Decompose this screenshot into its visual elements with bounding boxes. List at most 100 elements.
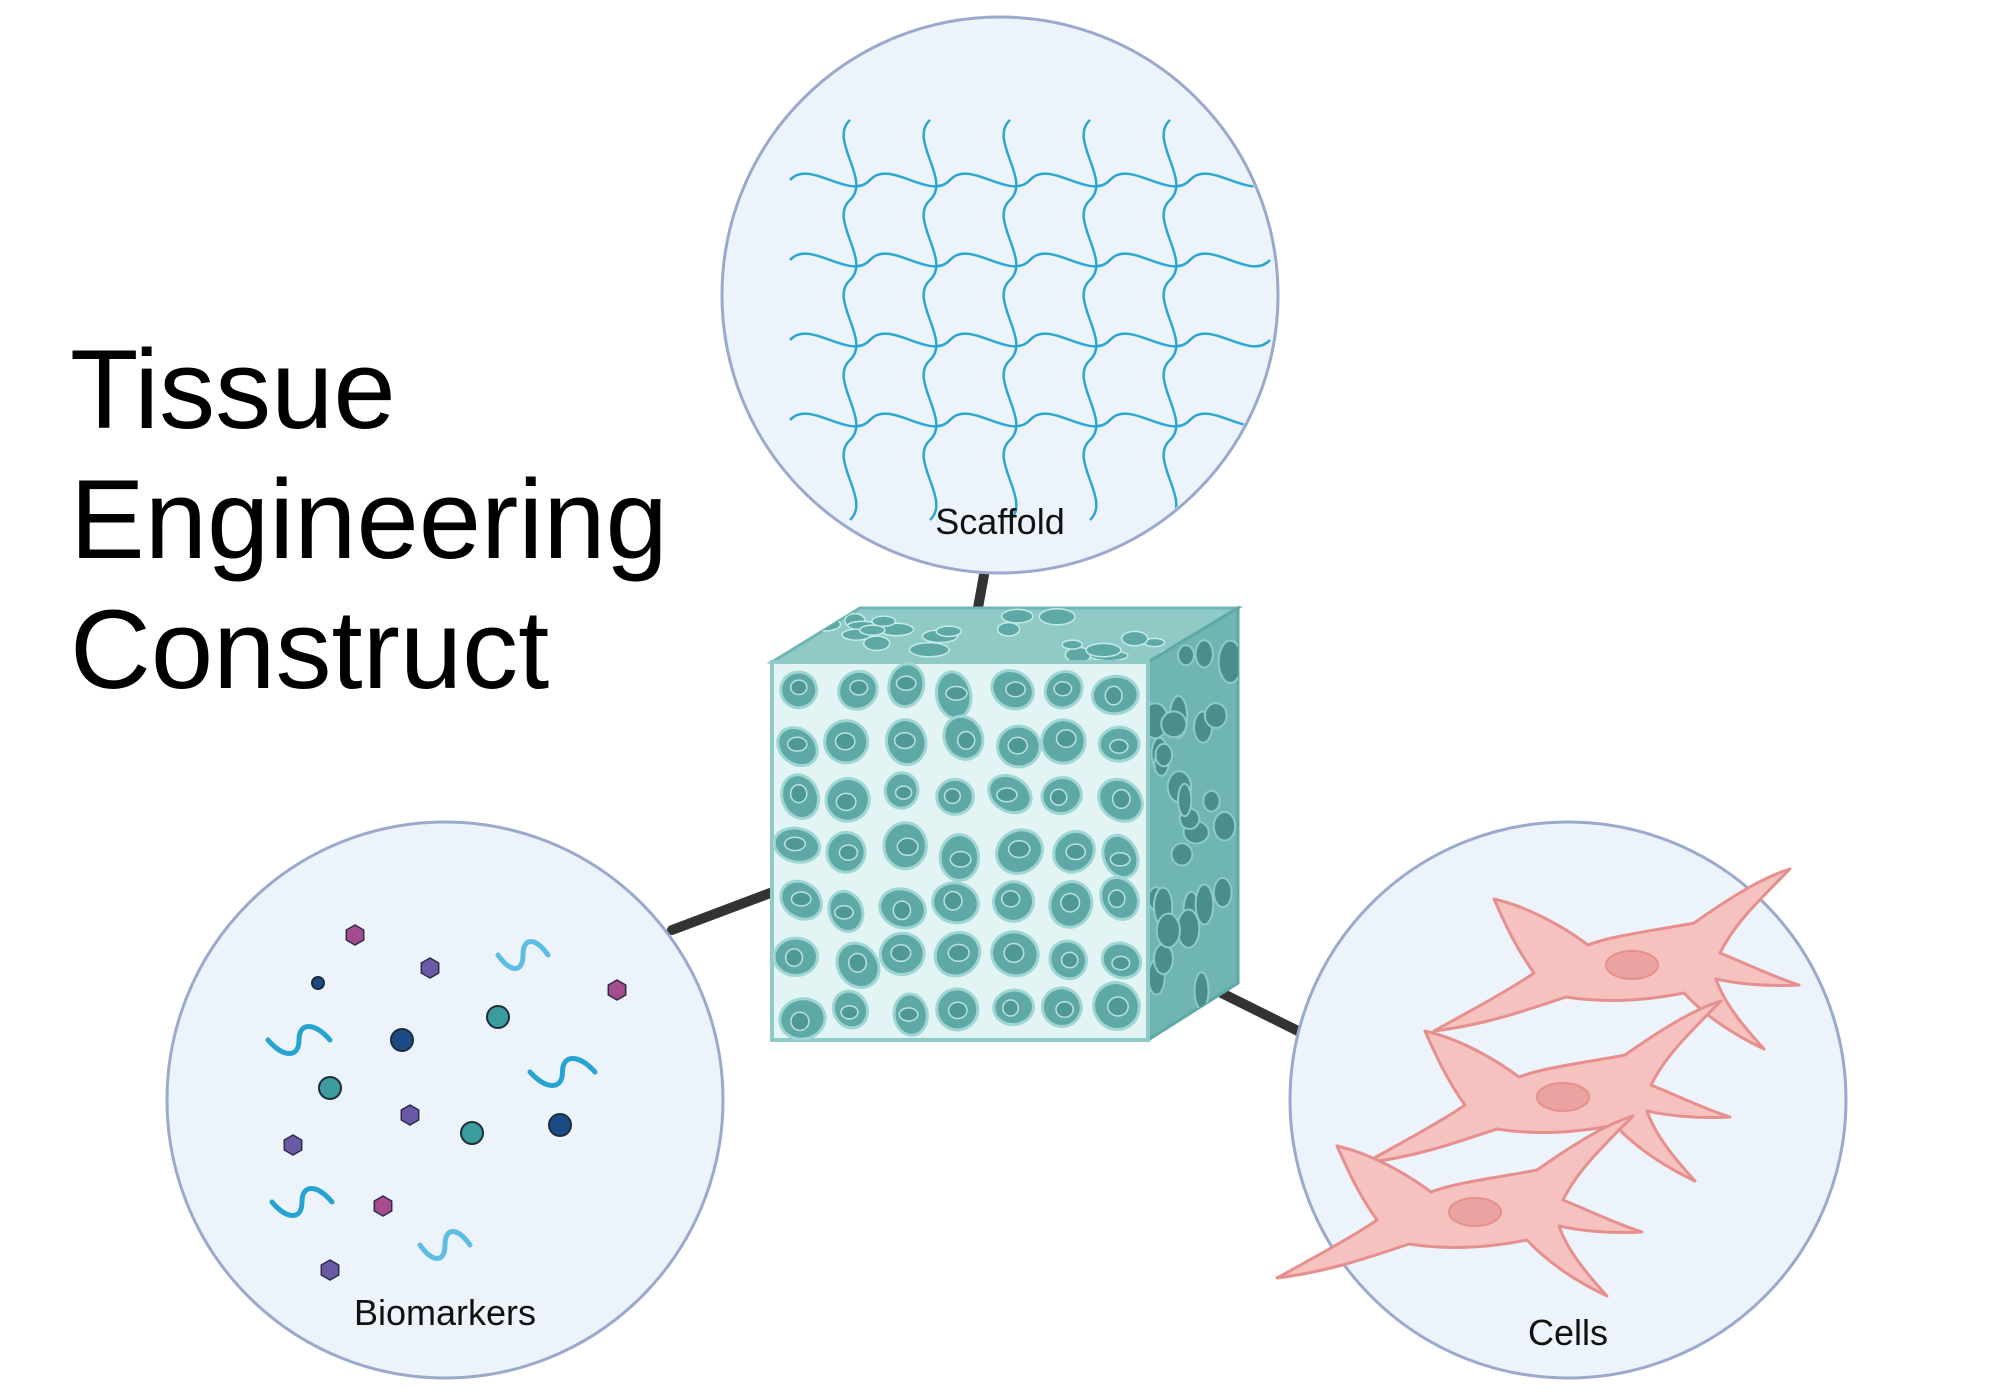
hexagon-molecule-icon (373, 1195, 393, 1217)
cell-nucleus (1605, 950, 1659, 980)
cube-side-pore (1194, 639, 1214, 669)
cube-inner-pore (893, 732, 916, 750)
cube-inner-pore (892, 900, 912, 921)
cube-side-pore (1212, 811, 1237, 842)
cube-side-pore (1202, 789, 1221, 813)
wave-molecule-icon (417, 1229, 473, 1261)
biomarker-molecules (265, 924, 627, 1281)
round-molecule-icon (548, 1113, 572, 1137)
cube-side-pore (1177, 644, 1195, 667)
cube-inner-pore (1001, 890, 1021, 908)
cube-inner-pore (895, 675, 917, 692)
cube-side-pore (1203, 702, 1228, 729)
cube-inner-pore (784, 948, 804, 968)
cube-inner-pore (898, 1007, 919, 1022)
scaffold-label: Scaffold (935, 501, 1064, 542)
cube-inner-pore (1007, 736, 1029, 755)
cube-inner-pore (840, 1004, 859, 1020)
cube-inner-pore (790, 1011, 810, 1032)
hexagon-molecule-icon (320, 1259, 340, 1281)
cube-side-pore (1152, 943, 1174, 975)
cube-inner-pore (1060, 892, 1081, 913)
cube-top-pores (808, 608, 1181, 662)
cube-inner-pore (945, 685, 968, 701)
diagram-title: Tissue Engineering Construct (70, 327, 668, 712)
mesh-vertical-strand (842, 119, 858, 521)
title-line-3: Construct (70, 587, 549, 712)
mesh-vertical-strand (1082, 119, 1098, 521)
cube-side-pore (1160, 710, 1188, 739)
round-molecule-icon (311, 976, 325, 990)
cube-inner-pore (896, 837, 919, 857)
porous-scaffold-cube (766, 605, 1244, 1043)
cube-inner-pore (790, 891, 812, 907)
cube-inner-pore (1111, 955, 1131, 971)
cube-side-pore (1194, 883, 1215, 926)
cube-top-pore (1120, 630, 1149, 647)
cube-inner-pore (847, 952, 868, 973)
wave-molecule-icon (269, 1186, 335, 1218)
cube-inner-pore (849, 679, 869, 696)
cell-icon (1275, 1114, 1644, 1298)
cube-side-pore (1155, 912, 1181, 949)
biomarkers-circle (165, 820, 725, 1380)
wave-molecule-icon (527, 1056, 598, 1088)
cube-side-pore (1212, 876, 1233, 909)
cube-inner-pore (1065, 843, 1087, 861)
cube-inner-pore (1104, 685, 1123, 706)
cube-inner-pore (956, 730, 976, 750)
cube-inner-pore (1002, 999, 1020, 1017)
cube-inner-pore (1060, 951, 1079, 969)
cells-label: Cells (1528, 1312, 1608, 1353)
cube-top-pore (1000, 608, 1034, 624)
wave-molecule-icon (265, 1024, 333, 1056)
cube-top-pore (1061, 639, 1084, 650)
cube-inner-pore (943, 890, 963, 911)
round-molecule-icon (318, 1076, 342, 1100)
mesh-vertical-strand (922, 119, 938, 521)
cube-inner-pore (838, 844, 859, 861)
scaffold-circle (720, 15, 1280, 575)
cube-inner-pore (783, 836, 807, 852)
mesh-horizontal-strand (789, 172, 1271, 188)
cube-inner-pore (890, 943, 912, 963)
cell-nucleus (1536, 1082, 1590, 1112)
cell-group (1275, 867, 1801, 1298)
cube-inner-pore (1107, 996, 1129, 1017)
hexagon-molecule-icon (420, 957, 440, 979)
hexagon-molecule-icon (283, 1134, 303, 1156)
biomarkers-callout: Biomarkers (165, 820, 725, 1380)
cube-inner-pore (1109, 851, 1131, 867)
round-molecule-icon (390, 1028, 414, 1052)
mesh-horizontal-strand (789, 412, 1271, 428)
cube-inner-pore (1003, 942, 1025, 964)
cube-top-pore (859, 624, 886, 636)
mesh-vertical-strand (1002, 119, 1018, 521)
cube-inner-pore (1049, 788, 1068, 806)
cube-inner-pore (789, 784, 808, 804)
cube-side-pores (1148, 639, 1238, 1010)
cube-top-pore (1038, 608, 1076, 626)
round-molecule-icon (486, 1005, 510, 1029)
cube-inner-pore (834, 905, 854, 920)
mesh-horizontal-strand (789, 252, 1271, 268)
biomarkers-label: Biomarkers (354, 1292, 536, 1333)
cube-inner-pore (834, 732, 856, 751)
cube-inner-pore (1055, 1000, 1074, 1019)
cube-top-pore (935, 625, 962, 638)
cube-inner-pore (835, 792, 857, 812)
cube-top-pore (871, 615, 897, 628)
scaffold-callout: Scaffold (720, 15, 1280, 575)
title-line-1: Tissue (70, 327, 396, 452)
round-molecule-icon (460, 1121, 484, 1145)
cube-inner-pore (949, 850, 972, 868)
cube-top-pore (1085, 642, 1122, 658)
mesh-horizontal-strand (789, 332, 1271, 348)
mesh-vertical-strand (1162, 119, 1178, 521)
hexagon-molecule-icon (345, 924, 365, 946)
wave-molecule-icon (495, 939, 551, 971)
cube-inner-pore (947, 943, 970, 963)
cube-inner-pore (1055, 729, 1077, 749)
cube-inner-pore (1111, 788, 1131, 810)
